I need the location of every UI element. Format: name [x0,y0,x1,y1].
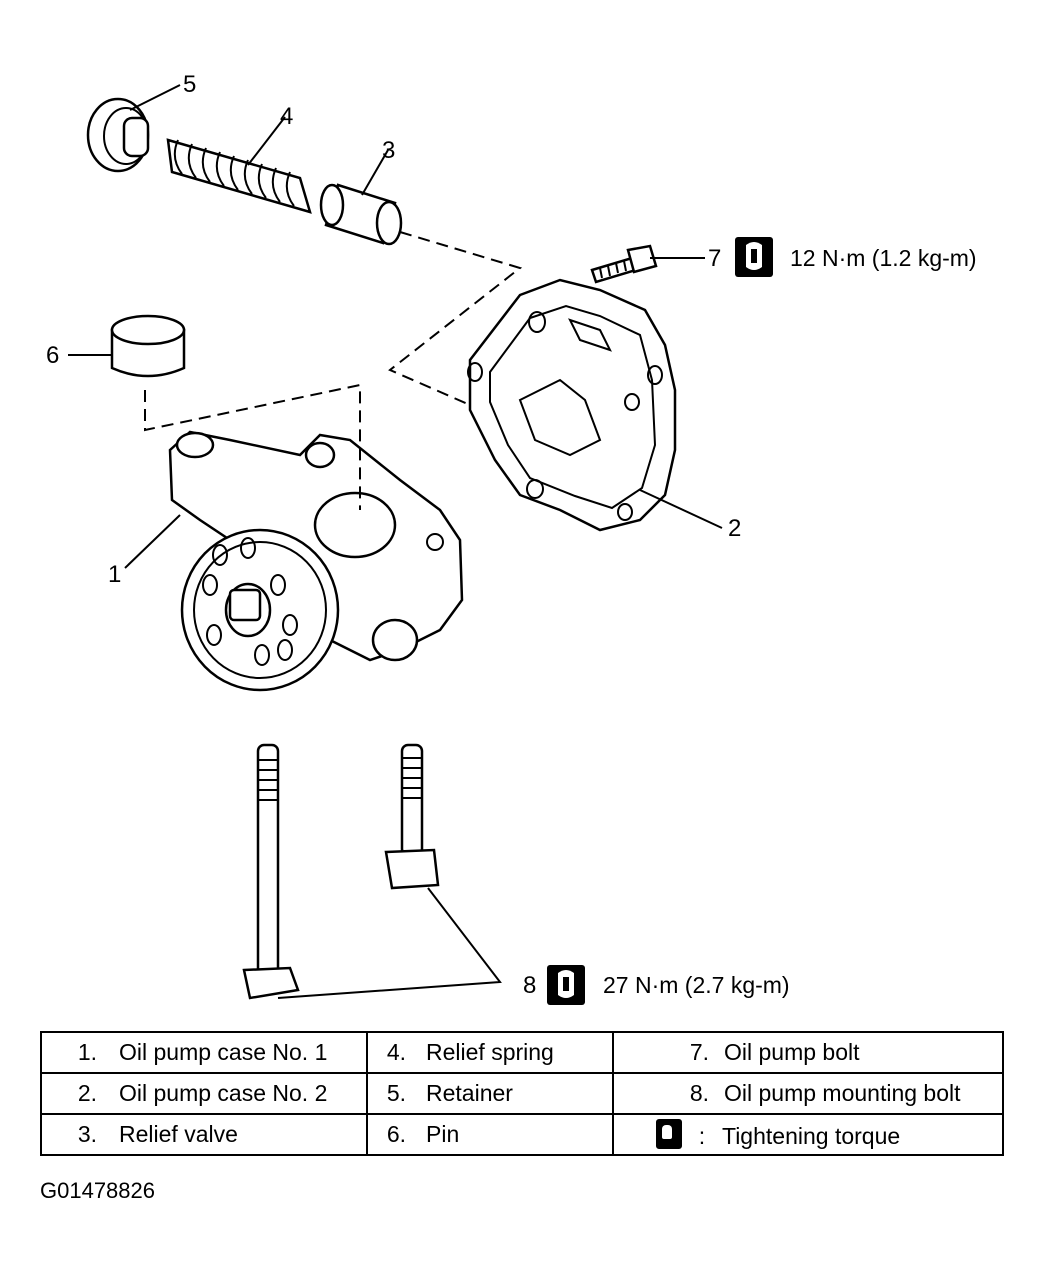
legend-label: Oil pump case No. 1 [119,1039,328,1065]
figure-code: G01478826 [40,1178,155,1203]
callout-7: 7 [708,245,721,272]
legend-row: 3. Relief valve 6. Pin : Tightening torque [40,1113,1004,1156]
torque-spec-bolt7: 12 N·m (1.2 kg-m) [790,245,977,271]
legend-num: 7. [689,1039,709,1065]
legend-label: Tightening torque [722,1123,901,1149]
legend-label: Pin [426,1121,460,1147]
legend-num: 5. [386,1080,406,1106]
mounting-bolt-short-part [384,743,440,890]
legend-cell: 1. Oil pump case No. 1 [40,1031,368,1074]
legend-num: 4. [386,1039,406,1065]
legend-label: Oil pump mounting bolt [724,1080,961,1106]
legend-cell: 8. Oil pump mounting bolt [612,1072,1004,1115]
callout-4: 4 [280,103,293,130]
legend-row: 2. Oil pump case No. 2 5. Retainer 8. Oil p… [40,1072,1004,1115]
torque-spec-bolt8: 27 N·m (2.7 kg-m) [603,972,790,998]
relief-spring-part [166,138,312,214]
pin-part [110,314,186,378]
oil-pump-case-1-part [168,430,464,692]
legend-cell: 7. Oil pump bolt [612,1031,1004,1074]
legend-num: 6. [386,1121,406,1147]
callout-3: 3 [382,137,395,164]
callout-6: 6 [46,342,59,369]
legend-num: 2. [77,1080,97,1106]
legend-cell: : Tightening torque [612,1113,1004,1156]
callout-8: 8 [523,972,536,999]
torque-wrench-icon [656,1119,682,1149]
legend-label: Relief valve [119,1121,238,1147]
leader-2 [639,489,723,529]
leader-3 [361,149,389,196]
callout-5: 5 [183,71,196,98]
legend-label: Retainer [426,1080,513,1106]
callout-1: 1 [108,561,121,588]
callout-2: 2 [728,515,741,542]
mounting-bolt-long-part [242,743,300,1000]
leader-1 [124,514,181,569]
torque-wrench-icon [735,237,773,277]
legend-cell: 3. Relief valve [40,1113,368,1156]
legend-label: Oil pump bolt [724,1039,860,1065]
oil-pump-bolt-part [590,244,658,284]
assembly-line-relief [388,231,523,406]
legend-num: 3. [77,1121,97,1147]
legend-cell: 6. Pin [366,1113,614,1156]
leader-5 [129,84,181,111]
legend-num: 8. [689,1080,709,1106]
leader-4 [247,116,286,166]
legend-label: Oil pump case No. 2 [119,1080,328,1106]
legend-cell: 2. Oil pump case No. 2 [40,1072,368,1115]
legend-num: 1. [77,1039,97,1065]
relief-valve-part [319,183,403,246]
oil-pump-case-2-part [467,278,677,532]
parts-legend-table: 1. Oil pump case No. 1 4. Relief spring 7.… [40,1031,1004,1156]
torque-wrench-icon [547,965,585,1005]
exploded-diagram: 5 4 3 6 7 2 1 8 12 N·m (1.2 kg-m) 27 N·m… [46,71,977,1005]
leader-8 [277,887,502,999]
legend-cell: 4. Relief spring [366,1031,614,1074]
legend-num: : [698,1123,706,1149]
retainer-part [86,97,150,173]
legend-cell: 5. Retainer [366,1072,614,1115]
assembly-line-pin [144,383,361,510]
legend-label: Relief spring [426,1039,554,1065]
legend-row: 1. Oil pump case No. 1 4. Relief spring 7.… [40,1031,1004,1074]
